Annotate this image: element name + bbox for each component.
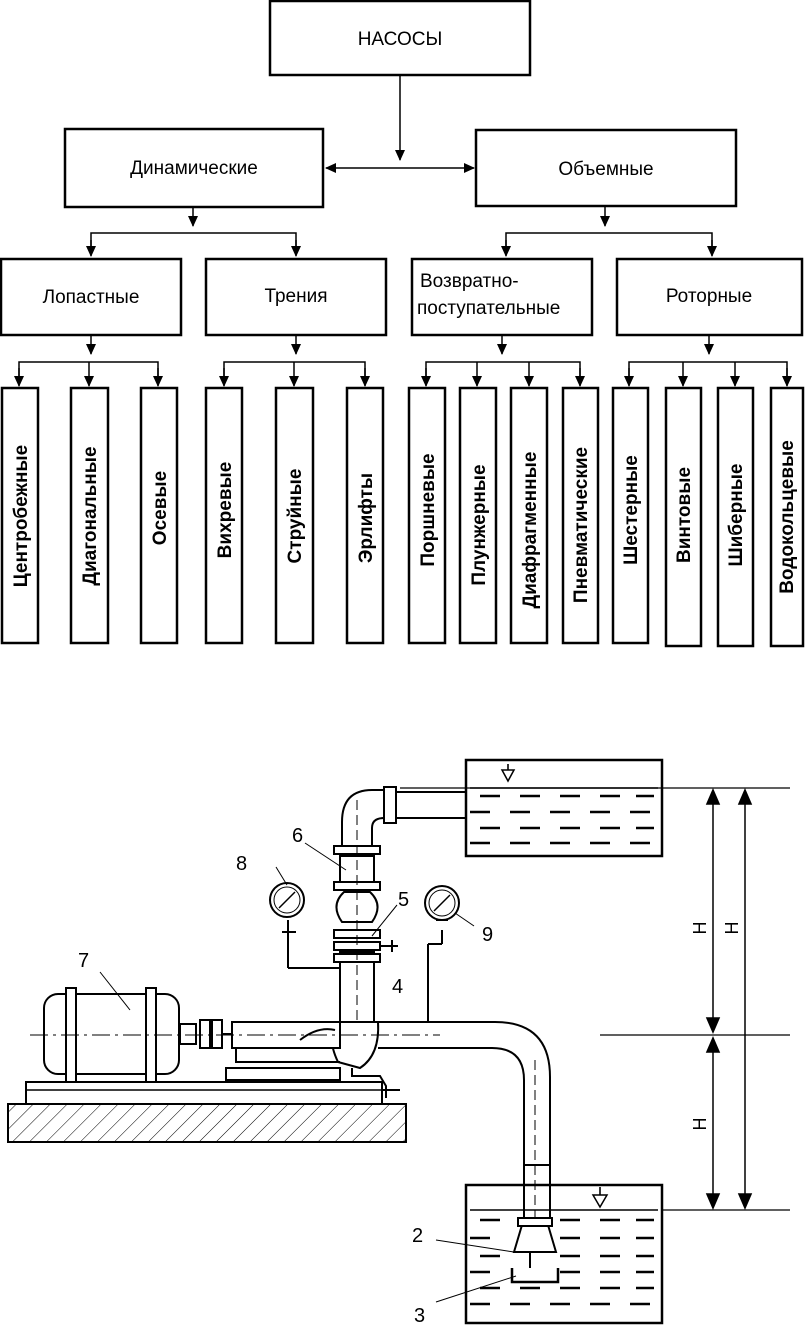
callout-7: 7 [78, 950, 89, 972]
subgroup-label-reciprocating-2: поступательные [417, 298, 560, 319]
type-label: Водокольцевые [777, 440, 798, 594]
callout-2: 2 [412, 1225, 423, 1247]
height-label-suction: Н [690, 1118, 710, 1131]
type-label: Шиберные [726, 464, 747, 567]
motor [44, 994, 179, 1074]
group-label-dynamic: Динамические [130, 158, 258, 179]
type-label: Струйные [285, 469, 306, 564]
type-label: Осевые [150, 471, 171, 545]
callout-8: 8 [236, 853, 247, 875]
subgroup-label-rotary: Роторные [666, 286, 752, 307]
type-label: Винтовые [674, 467, 695, 563]
root-label: НАСОСЫ [358, 29, 443, 50]
height-label-total: Н [722, 922, 742, 935]
callout-6: 6 [292, 825, 303, 847]
type-label: Диафрагменные [520, 452, 541, 609]
type-label: Диагональные [80, 446, 101, 585]
callout-3: 3 [414, 1305, 425, 1325]
callout-4: 4 [392, 976, 403, 998]
subgroup-label-friction: Трения [264, 286, 327, 307]
type-label: Центробежные [11, 445, 32, 587]
lower-tank [466, 1185, 662, 1323]
height-label-discharge: Н [690, 922, 710, 935]
intake-strainer [514, 1225, 556, 1252]
callout-9: 9 [482, 924, 493, 946]
type-label: Пневматические [571, 447, 592, 603]
subgroup-label-reciprocating-1: Возвратно- [420, 271, 519, 292]
subgroup-label-blade: Лопастные [43, 287, 140, 308]
type-label: Шестерные [621, 455, 642, 565]
callout-5: 5 [398, 889, 409, 911]
type-label: Эрлифты [356, 473, 377, 563]
upper-tank [466, 760, 662, 856]
base-frame [26, 1082, 382, 1104]
type-label: Поршневые [418, 453, 439, 566]
group-label-volumetric: Объемные [558, 159, 653, 180]
type-label: Вихревые [215, 462, 236, 559]
pump-installation [8, 760, 790, 1323]
foundation [8, 1104, 406, 1142]
type-label: Плунжерные [469, 464, 490, 585]
